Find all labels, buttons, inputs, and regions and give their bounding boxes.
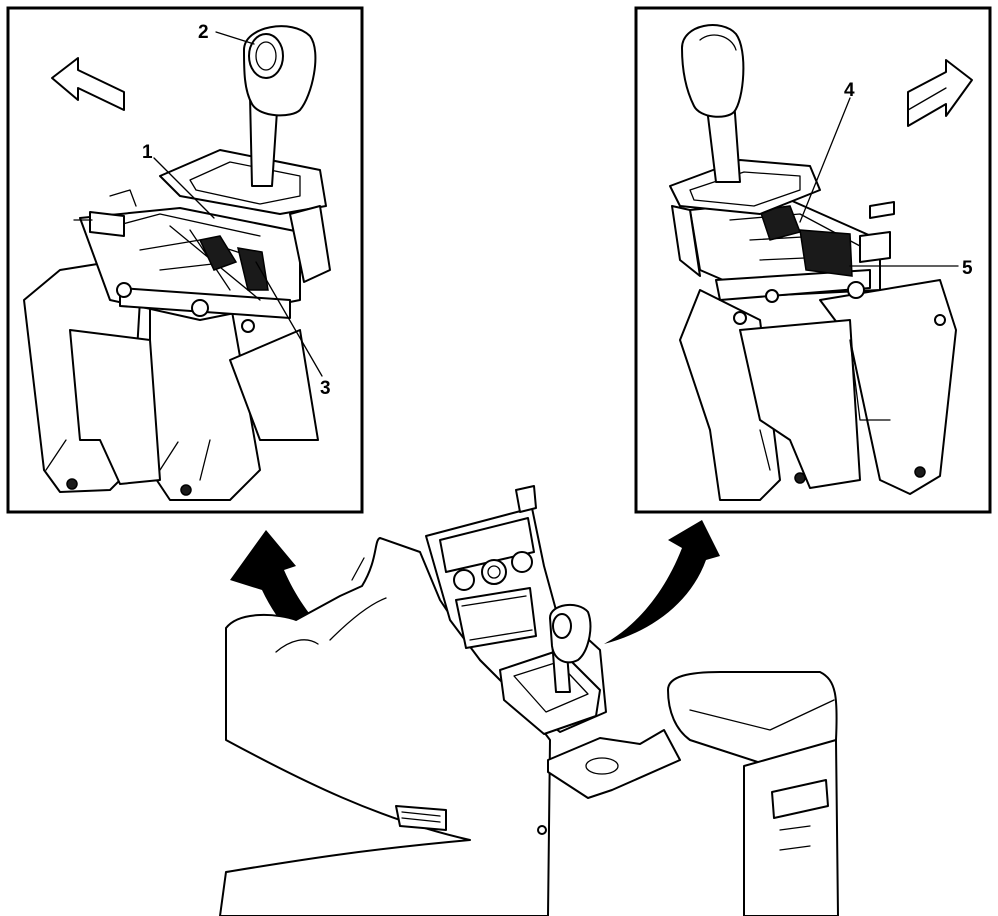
leader-line-3 [255,261,323,377]
center-console-view [219,485,839,916]
direction-arrow-icon [907,59,973,127]
callout-5: 5 [962,258,973,279]
leader-line-1 [153,157,215,219]
callout-3: 3 [320,378,331,399]
right-shifter-assembly [669,24,957,501]
left-detail-panel: 1 2 3 [6,6,364,514]
leader-line-4 [799,97,851,223]
callout-1: 1 [142,142,153,163]
left-shifter-assembly [23,25,331,501]
callout-2: 2 [198,22,209,43]
curved-arrow-icon [230,530,424,688]
right-detail-panel: 4 5 [634,6,992,514]
callout-4: 4 [844,80,855,101]
direction-arrow-icon [51,57,125,111]
curved-arrow-icon [604,520,720,644]
leader-line-2 [215,31,255,45]
